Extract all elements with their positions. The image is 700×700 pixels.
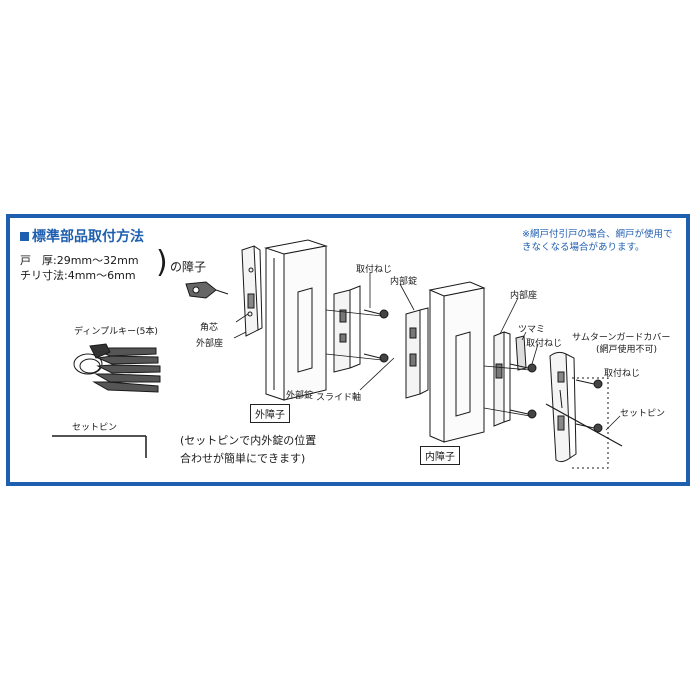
leader-lines <box>233 272 621 431</box>
tsumami-label: ツマミ <box>518 325 546 335</box>
assembly-arrows <box>325 309 531 417</box>
thumbturn-cover-icon <box>549 351 577 463</box>
mounting-screws-1-icon <box>363 309 389 363</box>
amido-fuka-label: (網戸使用不可) <box>596 345 658 355</box>
exploded-assembly-drawing <box>52 239 623 469</box>
inner-escutcheon-icon <box>493 331 511 427</box>
instruction-panel: 標準部品取付方法 戸 厚:29mm〜32mm チリ寸法:4mm〜6mm ) の障… <box>6 214 690 486</box>
naibujo-label: 内部錠 <box>390 277 418 287</box>
kakushin-label: 角芯 <box>200 323 219 333</box>
set-pin-left-icon <box>52 435 147 458</box>
inner-lock-icon <box>405 307 429 399</box>
setpin-explanation-line-2: 合わせが簡単にできます) <box>180 452 306 465</box>
mounting-screws-2-icon <box>509 363 537 419</box>
outer-shoji-label: 外障子 <box>250 404 290 423</box>
note-line-2: きなくなる場合があります。 <box>522 242 645 253</box>
key-fob-icon <box>185 281 229 299</box>
thumb-knob-icon <box>515 335 527 371</box>
inner-door-stile-icon <box>428 281 486 443</box>
slide-jiku-label: スライド軸 <box>316 393 362 403</box>
toritsuke-neji-2-label: 取付ねじ <box>526 339 563 349</box>
gaibuza-label: 外部座 <box>196 339 224 349</box>
thumbturn-cover-label: サムターンガードカバー <box>572 333 671 343</box>
door-thickness-spec: 戸 厚:29mm〜32mm <box>20 254 139 267</box>
outer-door-stile-icon <box>264 239 328 401</box>
outer-escutcheon-icon <box>241 245 263 337</box>
set-pin-left-label: セットピン <box>72 423 118 433</box>
dimple-key-label: ディンプルキー(5本) <box>74 327 158 337</box>
outer-lock-icon <box>333 285 361 373</box>
section-title-text: 標準部品取付方法 <box>32 229 144 245</box>
naibuza-label: 内部座 <box>510 291 538 301</box>
square-bullet-icon <box>20 231 29 241</box>
setpin-explanation-line-1: (セットピンで内外錠の位置 <box>180 434 317 447</box>
mounting-screws-3-icon <box>572 377 609 469</box>
netdoor-note: ※網戸付引戸の場合、網戸が使用で きなくなる場合があります。 <box>522 228 672 254</box>
brace-symbol: ) <box>156 245 168 280</box>
shoji-text: の障子 <box>170 260 207 274</box>
chiri-spec: チリ寸法:4mm〜6mm <box>20 269 136 282</box>
toritsuke-neji-3-label: 取付ねじ <box>604 369 641 379</box>
toritsuke-neji-1-label: 取付ねじ <box>356 265 393 275</box>
section-title: 標準部品取付方法 <box>20 226 144 246</box>
gaibujo-label: 外部錠 <box>286 391 314 401</box>
dimple-keys-icon <box>73 343 161 393</box>
inner-shoji-label: 内障子 <box>420 446 460 465</box>
note-line-1: ※網戸付引戸の場合、網戸が使用で <box>522 229 673 240</box>
set-pin-right-icon <box>545 403 623 447</box>
set-pin-right-label: セットピン <box>620 409 666 419</box>
setpin-explanation: (セットピンで内外錠の位置 合わせが簡単にできます) <box>180 432 316 468</box>
